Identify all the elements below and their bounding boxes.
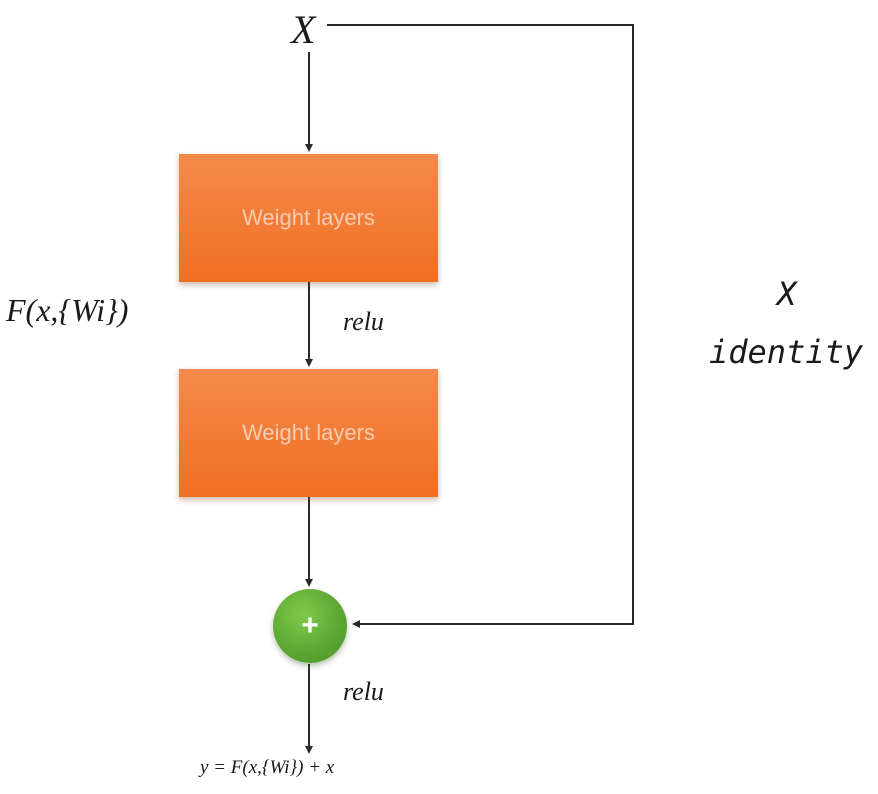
addition-node: + (273, 589, 347, 663)
shortcut-connection (327, 24, 634, 628)
relu-label-2: relu (343, 677, 384, 706)
output-equation: y = F(x,{Wi}) + x (200, 757, 335, 778)
input-label: X (291, 7, 316, 52)
weight-layer-label: Weight layers (242, 420, 375, 445)
shortcut-variable-label: X (777, 275, 797, 313)
residual-function-label: F(x,{Wi}) (6, 292, 129, 328)
weight-layer-block-1: Weight layers (179, 154, 438, 282)
relu-label-1: relu (343, 307, 384, 336)
shortcut-identity-label: identity (709, 333, 864, 371)
weight-layer-block-2: Weight layers (179, 369, 438, 497)
plus-icon: + (301, 609, 319, 642)
weight-layer-label: Weight layers (242, 205, 375, 230)
